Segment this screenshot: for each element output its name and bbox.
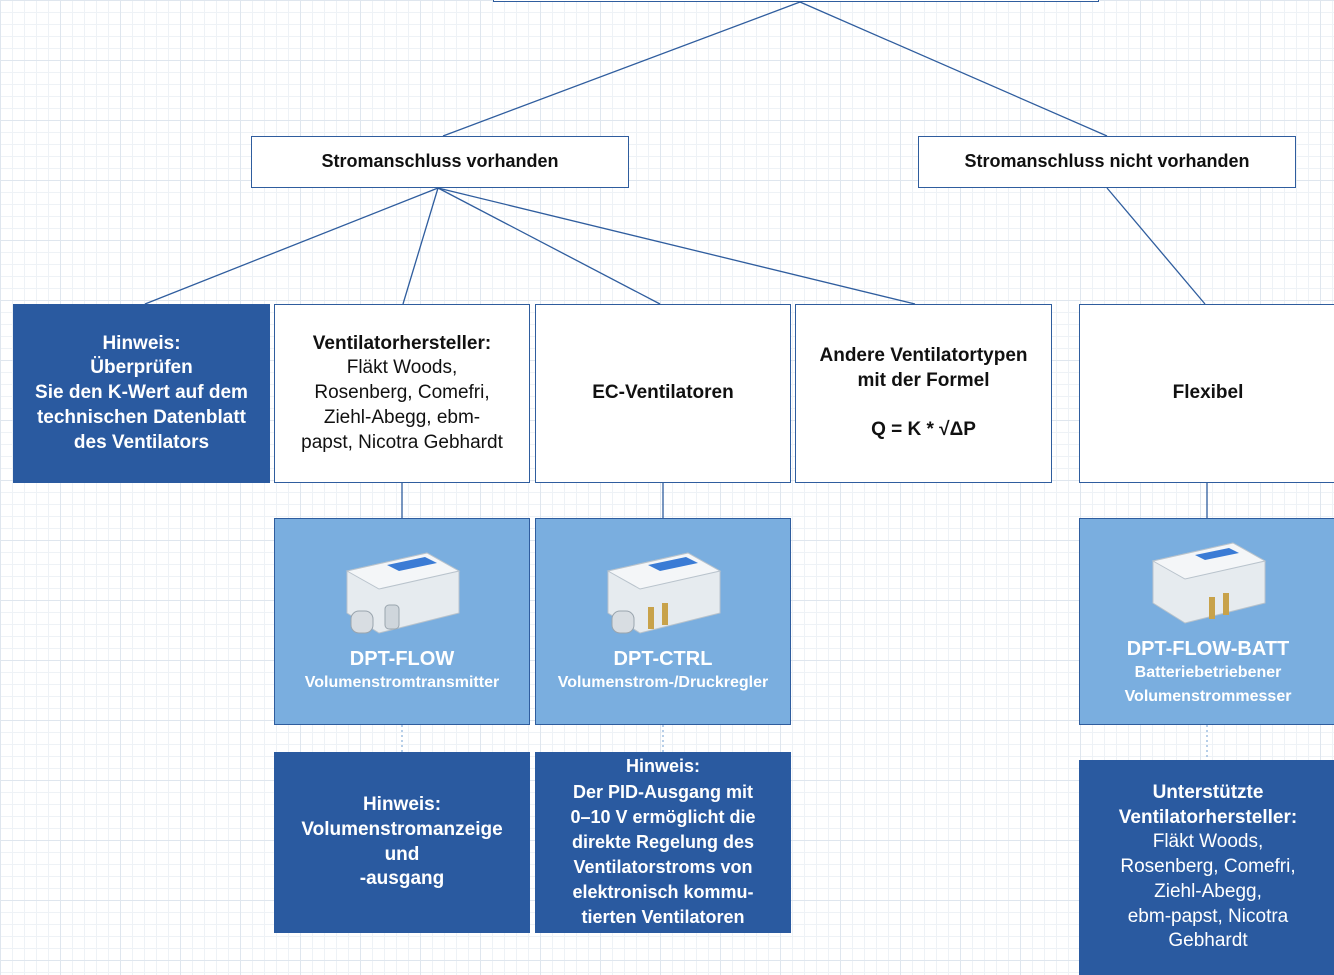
note-ctrl-line: 0–10 V ermöglicht die [570, 806, 756, 827]
note-kwert-line: Sie den K-Wert auf dem [35, 382, 248, 404]
branch-power-available: Stromanschluss vorhanden [251, 136, 629, 188]
other-fans-line: mit der Formel [857, 370, 990, 392]
note-flow-line: -ausgang [359, 868, 445, 890]
note-batt-line: ebm-papst, Nicotra [1127, 905, 1289, 927]
product-dpt-ctrl: DPT-CTRL Volumenstrom-/Druckregler [535, 518, 791, 725]
product-desc: Batteriebetriebener [1134, 664, 1282, 681]
product-dpt-flow-batt: DPT-FLOW-BATT Batteriebetriebener Volume… [1079, 518, 1334, 725]
note-flow-line: und [384, 843, 420, 865]
note-batt-title: Ventilatorhersteller: [1118, 806, 1298, 828]
flexible-label: Flexibel [1172, 382, 1244, 404]
note-kwert-line: Überprüfen [90, 357, 193, 379]
dpt-flow-device-image [345, 552, 461, 634]
branch-no-power: Stromanschluss nicht vorhanden [918, 136, 1296, 188]
manufacturers-title: Ventilatorhersteller: [312, 332, 492, 354]
note-ctrl-line: Hinweis: [625, 756, 700, 777]
note-ctrl-line: elektronisch kommu- [572, 882, 754, 903]
note-kwert-line: des Ventilators [73, 431, 210, 453]
dpt-ctrl-device-image [606, 552, 722, 634]
other-fans-box: Andere Ventilatortypen mit der Formel Q … [795, 304, 1052, 483]
product-desc: Volumenstromtransmitter [304, 674, 500, 691]
flexible-box: Flexibel [1079, 304, 1334, 483]
product-desc: Volumenstrom-/Druckregler [557, 674, 769, 691]
ec-fans-label: EC-Ventilatoren [592, 382, 734, 404]
note-ctrl-line: tierten Ventilatoren [581, 907, 745, 928]
note-flow: Hinweis: Volumenstromanzeige und -ausgan… [274, 752, 530, 933]
product-desc: Volumenstrommesser [1124, 688, 1292, 705]
note-batt-title: Unterstützte [1152, 782, 1264, 804]
manufacturers-line: Rosenberg, Comefri, [314, 382, 490, 404]
note-batt-line: Gebhardt [1168, 930, 1248, 952]
product-name: DPT-CTRL [613, 648, 713, 670]
note-batt-line: Rosenberg, Comefri, [1120, 856, 1296, 878]
manufacturers-line: Fläkt Woods, [346, 357, 458, 379]
note-batt: Unterstützte Ventilatorhersteller: Fläkt… [1079, 760, 1334, 975]
note-kwert-line: technischen Datenblatt [36, 406, 247, 428]
product-name: DPT-FLOW-BATT [1126, 638, 1290, 660]
product-name: DPT-FLOW [349, 648, 455, 670]
note-flow-line: Volumenstromanzeige [301, 818, 503, 840]
note-ctrl-line: Der PID-Ausgang mit [572, 781, 754, 802]
note-flow-line: Hinweis: [362, 794, 442, 816]
manufacturers-line: Ziehl-Abegg, ebm- [323, 406, 481, 428]
other-fans-line: Andere Ventilatortypen [819, 345, 1028, 367]
note-ctrl: Hinweis: Der PID-Ausgang mit 0–10 V ermö… [535, 752, 791, 933]
ec-fans-box: EC-Ventilatoren [535, 304, 791, 483]
branch-no-power-label: Stromanschluss nicht vorhanden [964, 151, 1250, 172]
branch-power-available-label: Stromanschluss vorhanden [321, 151, 559, 172]
dpt-flow-batt-device-image [1151, 542, 1267, 624]
note-ctrl-line: direkte Regelung des [571, 831, 755, 852]
product-dpt-flow: DPT-FLOW Volumenstromtransmitter [274, 518, 530, 725]
root-node [493, 0, 1099, 2]
note-ctrl-line: Ventilatorstroms von [573, 857, 753, 878]
note-batt-line: Fläkt Woods, [1152, 831, 1264, 853]
note-kwert-line: Hinweis: [102, 332, 181, 354]
formula-text: Q = K * √ΔP [871, 418, 976, 440]
note-kwert: Hinweis: Überprüfen Sie den K-Wert auf d… [13, 304, 270, 483]
note-batt-line: Ziehl-Abegg, [1154, 880, 1262, 902]
manufacturers-line: papst, Nicotra Gebhardt [301, 431, 503, 453]
manufacturers-box: Ventilatorhersteller: Fläkt Woods, Rosen… [274, 304, 530, 483]
